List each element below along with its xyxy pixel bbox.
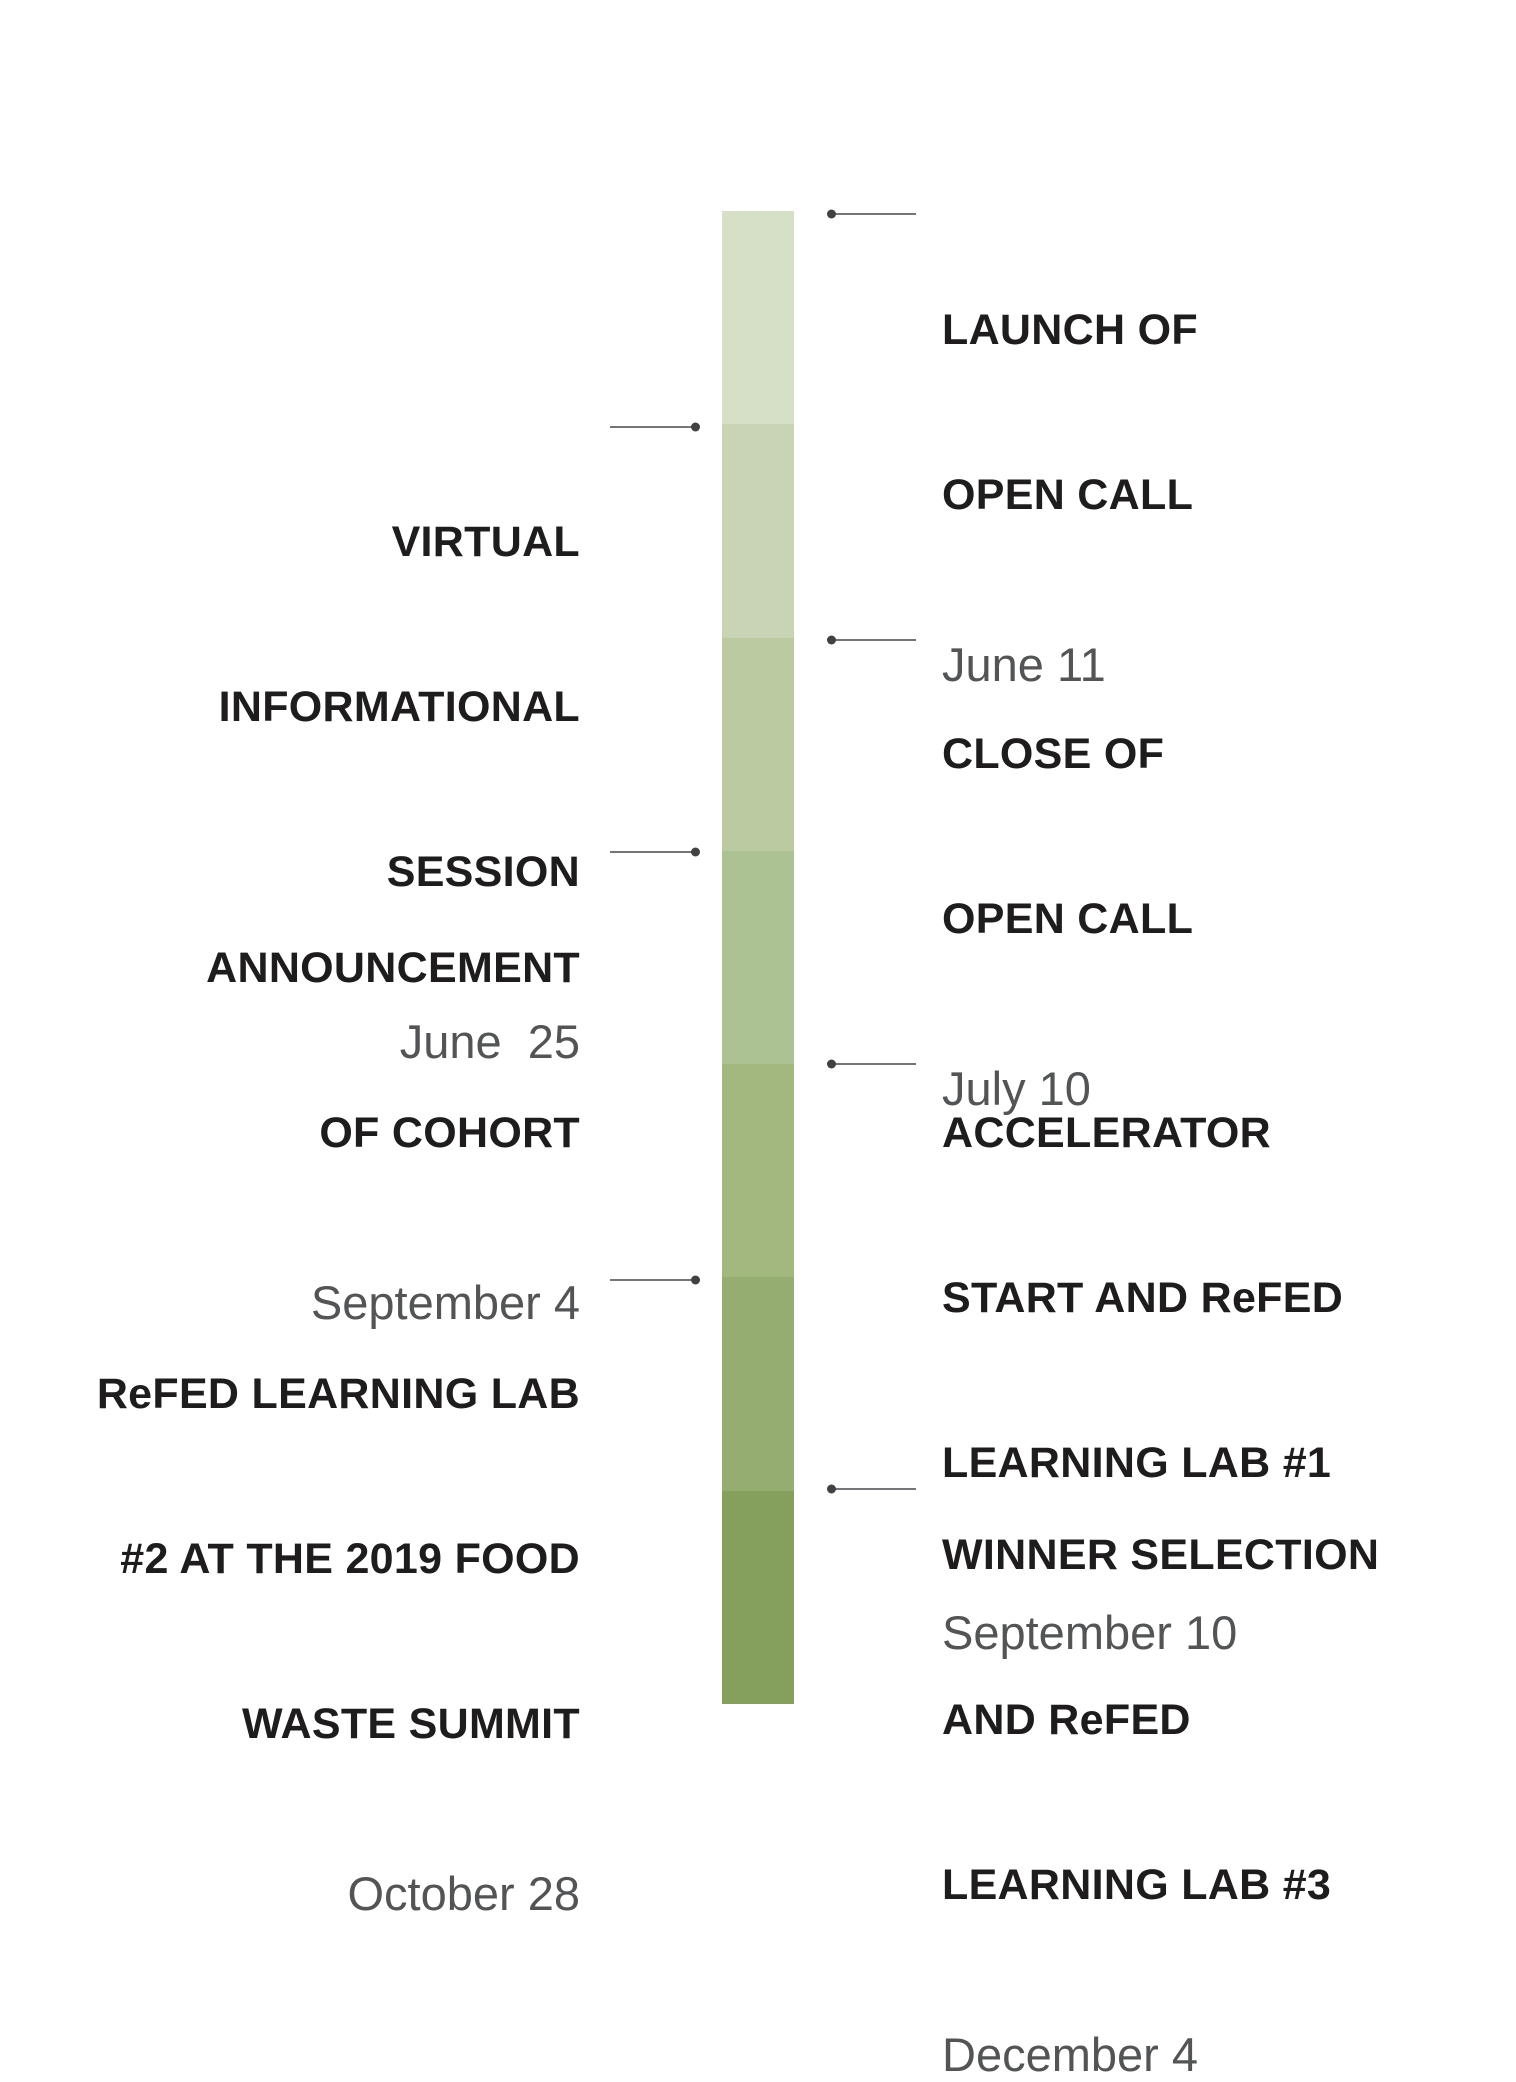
event-title: WINNER SELECTION AND ReFED LEARNING LAB … bbox=[942, 1418, 1379, 2023]
bar-segment-6 bbox=[722, 1277, 794, 1491]
bar-segment-1 bbox=[722, 211, 794, 425]
event-title: ANNOUNCEMENT OF COHORT bbox=[206, 831, 580, 1271]
bar-segment-5 bbox=[722, 1064, 794, 1278]
timeline-bar bbox=[722, 211, 794, 1704]
connector-line bbox=[610, 1275, 700, 1285]
connector-dot bbox=[827, 635, 836, 645]
bar-segment-2 bbox=[722, 424, 794, 638]
event-date: July 10 bbox=[942, 1062, 1091, 1115]
event-title-line: OF COHORT bbox=[319, 1109, 580, 1157]
connector-line bbox=[827, 1484, 916, 1494]
connector-dot bbox=[691, 422, 700, 432]
event-title-line: VIRTUAL bbox=[391, 518, 580, 566]
timeline-event-launch-open-call: LAUNCH OF OPEN CALL June 11 bbox=[942, 193, 1198, 692]
bar-segment-3 bbox=[722, 637, 794, 851]
event-date: September 10 bbox=[942, 1606, 1238, 1659]
connector-dot bbox=[827, 1484, 836, 1494]
timeline-event-accelerator-start-learning-lab-1: ACCELERATOR START AND ReFED LEARNING LAB… bbox=[942, 996, 1343, 1660]
event-title-line: LEARNING LAB #1 bbox=[942, 1439, 1332, 1487]
event-title-line: SESSION bbox=[386, 848, 580, 896]
bar-segment-4 bbox=[722, 850, 794, 1065]
event-title-line: LEARNING LAB #3 bbox=[942, 1861, 1332, 1909]
event-title-line: WASTE SUMMIT bbox=[241, 1700, 580, 1748]
connector-line bbox=[827, 635, 916, 645]
event-title-line: LAUNCH OF bbox=[942, 306, 1198, 354]
bar-segment-7 bbox=[722, 1490, 794, 1704]
event-title: VIRTUAL INFORMATIONAL SESSION bbox=[219, 405, 580, 1010]
event-title-line: ReFED LEARNING LAB bbox=[96, 1370, 580, 1418]
connector-dot bbox=[691, 847, 700, 857]
event-title-line: AND ReFED bbox=[942, 1696, 1191, 1744]
event-title-line: START AND ReFED bbox=[942, 1274, 1344, 1322]
event-title: ReFED LEARNING LAB #2 AT THE 2019 FOOD W… bbox=[97, 1257, 580, 1862]
event-title-line: ACCELERATOR bbox=[942, 1109, 1271, 1157]
event-title-line: #2 AT THE 2019 FOOD bbox=[120, 1535, 580, 1583]
event-title-line: WINNER SELECTION bbox=[942, 1531, 1380, 1579]
connector-dot bbox=[827, 209, 836, 219]
event-title: ACCELERATOR START AND ReFED LEARNING LAB… bbox=[942, 996, 1343, 1601]
event-title: LAUNCH OF OPEN CALL bbox=[942, 193, 1198, 633]
event-title: CLOSE OF OPEN CALL bbox=[942, 617, 1193, 1057]
timeline-event-winner-selection-learning-lab-3: WINNER SELECTION AND ReFED LEARNING LAB … bbox=[942, 1418, 1379, 2082]
timeline-event-virtual-informational-session: VIRTUAL INFORMATIONAL SESSION June 25 bbox=[219, 405, 580, 1069]
timeline-event-learning-lab-2-food-waste-summit: ReFED LEARNING LAB #2 AT THE 2019 FOOD W… bbox=[97, 1257, 580, 1921]
event-date: September 4 bbox=[310, 1276, 580, 1329]
connector-dot bbox=[691, 1275, 700, 1285]
connector-line bbox=[610, 847, 700, 857]
event-title-line: ANNOUNCEMENT bbox=[206, 944, 580, 992]
timeline-event-close-open-call: CLOSE OF OPEN CALL July 10 bbox=[942, 617, 1193, 1116]
connector-dot bbox=[827, 1059, 836, 1069]
event-date: October 28 bbox=[347, 1867, 580, 1920]
event-date: December 4 bbox=[942, 2028, 1198, 2081]
connector-line bbox=[827, 209, 916, 219]
event-title-line: OPEN CALL bbox=[942, 895, 1194, 943]
connector-line bbox=[610, 422, 700, 432]
event-date: June 25 bbox=[399, 1015, 580, 1068]
timeline-event-announcement-of-cohort: ANNOUNCEMENT OF COHORT September 4 bbox=[206, 831, 580, 1330]
event-date: June 11 bbox=[942, 638, 1106, 691]
connector-line bbox=[827, 1059, 916, 1069]
event-title-line: OPEN CALL bbox=[942, 471, 1194, 519]
timeline-diagram: LAUNCH OF OPEN CALL June 11 VIRTUAL INFO… bbox=[97, 193, 1379, 2081]
event-title-line: INFORMATIONAL bbox=[218, 683, 580, 731]
event-title-line: CLOSE OF bbox=[942, 730, 1165, 778]
